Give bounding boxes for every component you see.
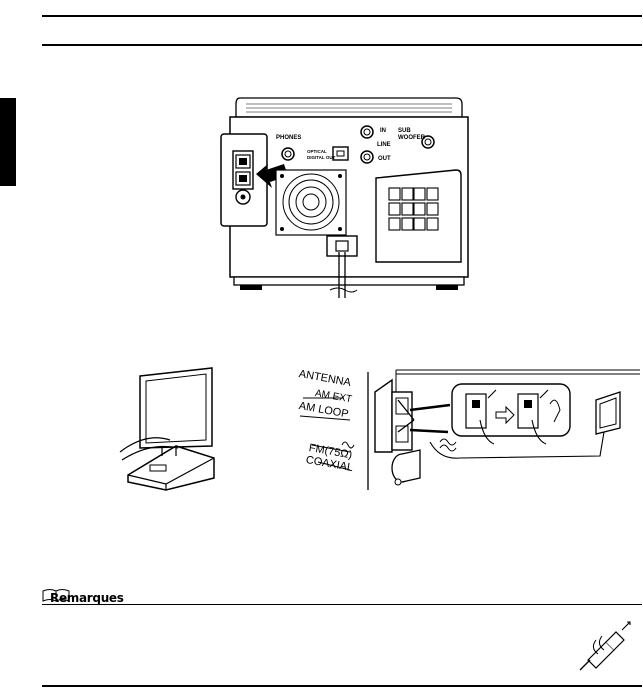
woofer-label: WOOFER (398, 135, 425, 141)
sub-label: SUB (398, 128, 411, 134)
footer-rule (42, 685, 642, 687)
out-label: OUT (378, 156, 391, 162)
header-rule-top (42, 15, 642, 17)
open-book-icon (42, 589, 70, 602)
in-label: IN (380, 128, 386, 134)
notes-rule-top (42, 604, 642, 605)
phones-label: PHONES (276, 135, 302, 141)
header-rule-bottom (42, 44, 642, 46)
side-tab (0, 98, 16, 186)
notes-heading: Remarques (50, 591, 124, 605)
optical-label-line1: OPTICAL (307, 149, 327, 154)
optical-label-line2: DIGITAL OUT (307, 155, 336, 160)
line-label: LINE (377, 142, 391, 148)
